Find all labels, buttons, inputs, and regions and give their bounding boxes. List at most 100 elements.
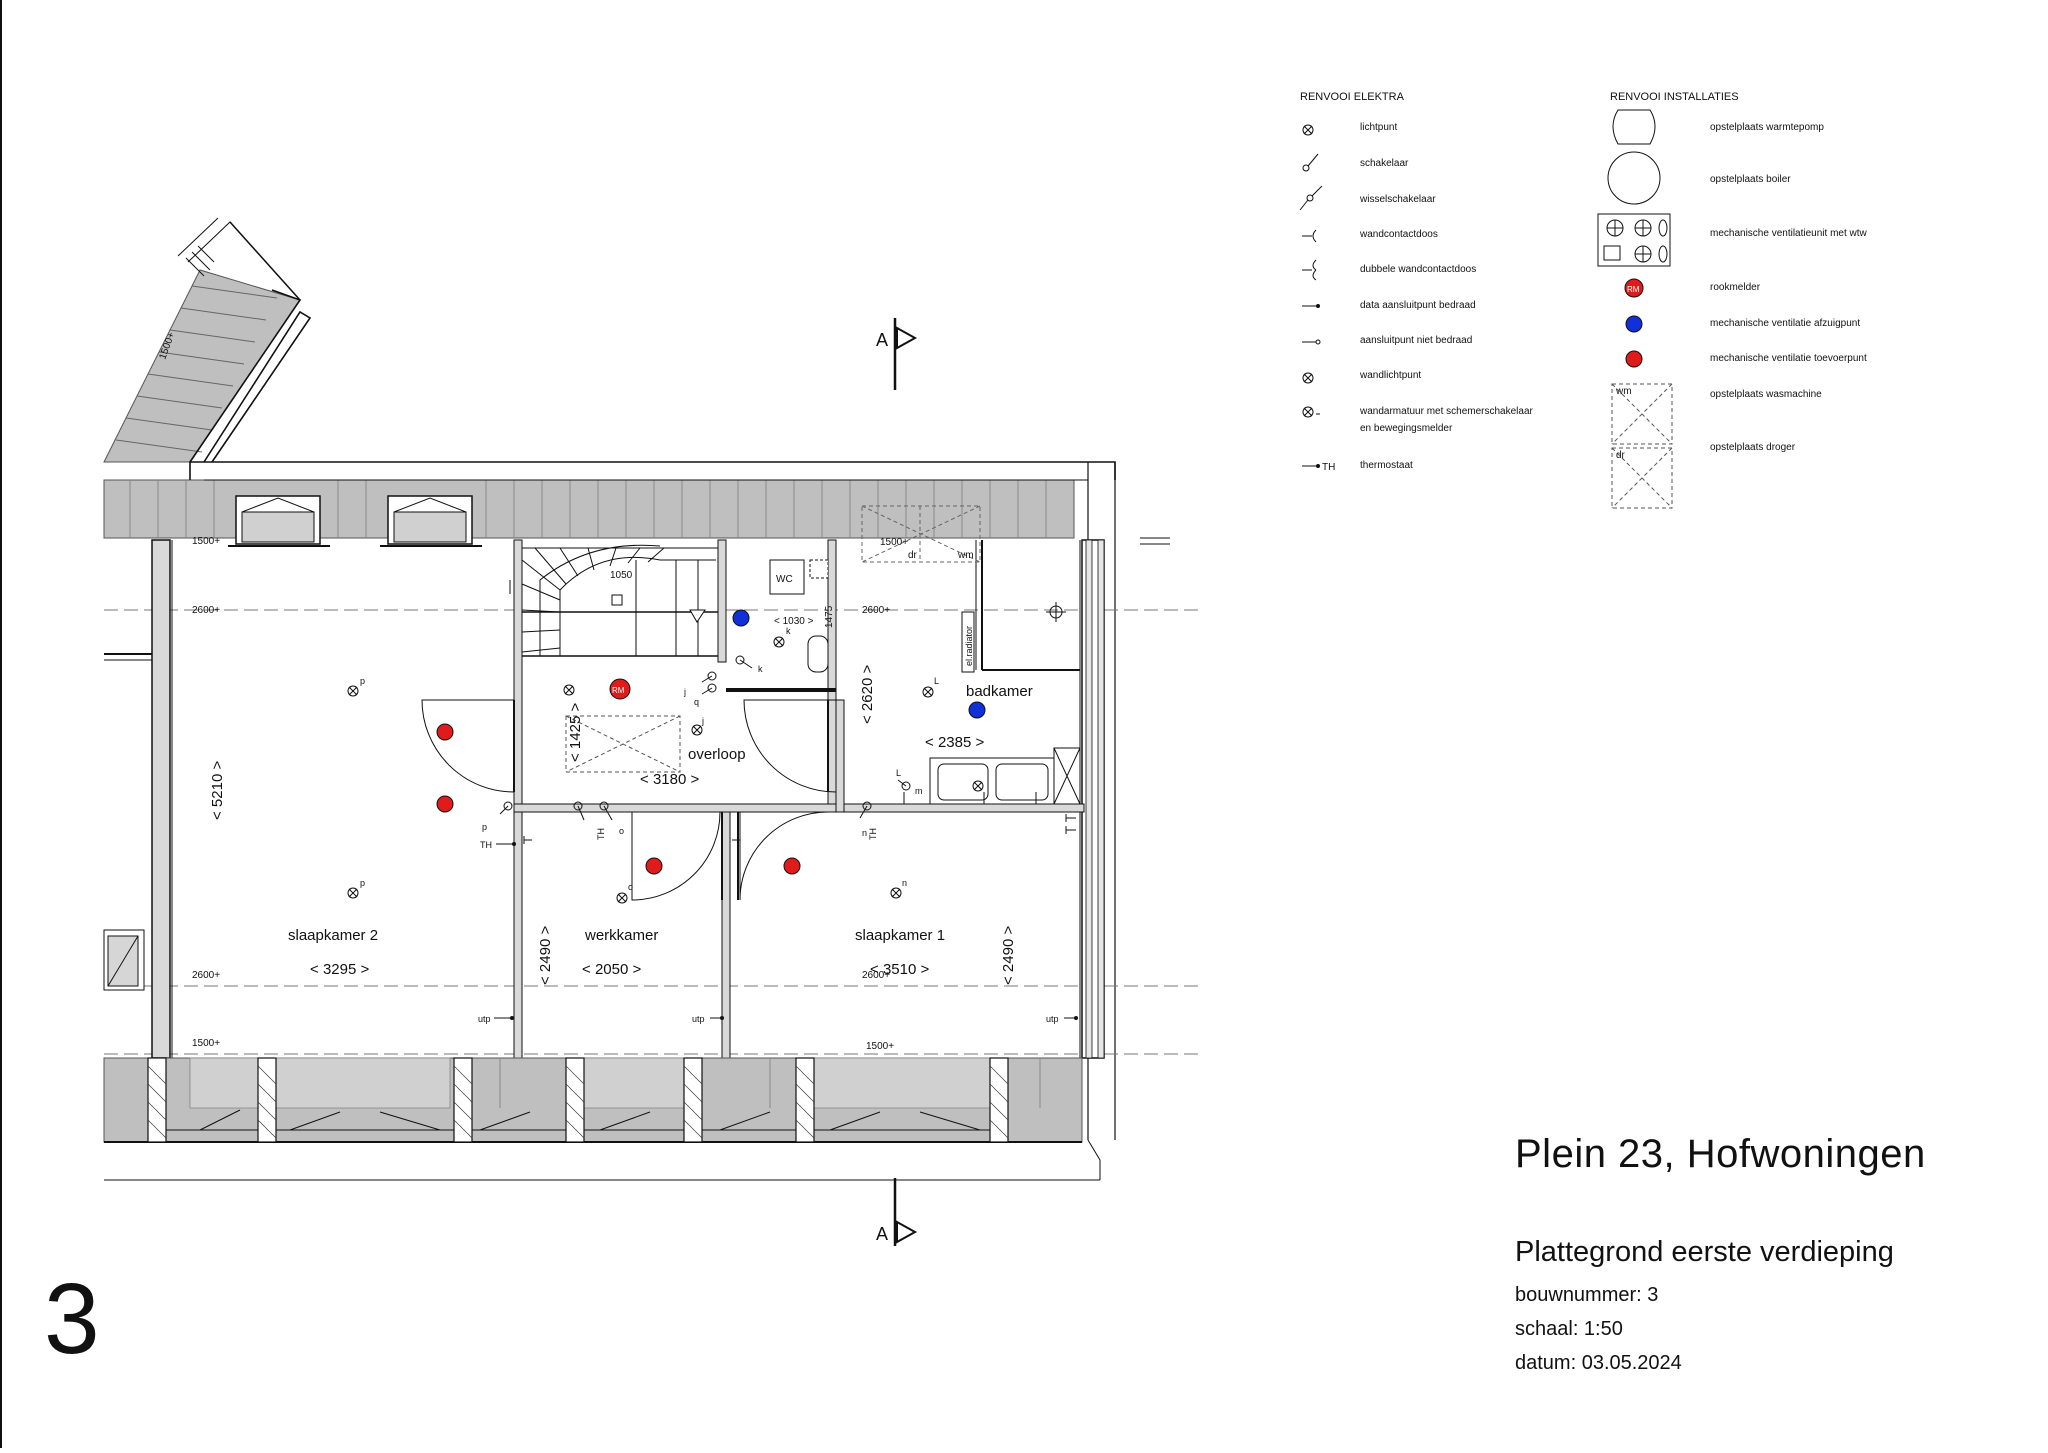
wasmachine-icon: [1611, 383, 1673, 445]
height-2600-bl: 2600+: [192, 970, 220, 981]
section-marker-top: A: [876, 318, 918, 390]
bath-wm-label: wm: [957, 550, 974, 561]
facade-bottom: [103, 1057, 1101, 1181]
schakelaar-icon: [1302, 153, 1319, 172]
svg-text:o: o: [619, 826, 624, 836]
svg-text:utp: utp: [1046, 1014, 1059, 1024]
svg-text:lichtpunt: lichtpunt: [1360, 122, 1397, 133]
thermostaat-icon: TH: [1302, 462, 1335, 473]
wc-depth-dim: 1475: [824, 605, 835, 628]
lichtpunt-icon: [1302, 124, 1314, 136]
svg-text:L: L: [934, 676, 939, 686]
svg-text:TH: TH: [1322, 462, 1335, 473]
svg-text:j: j: [701, 716, 704, 726]
room-name-slaapkamer-1: slaapkamer 1: [855, 927, 945, 944]
staircase: 1050: [521, 544, 719, 657]
svg-text:wisselschakelaar: wisselschakelaar: [1359, 194, 1436, 205]
svg-text:utp: utp: [692, 1014, 705, 1024]
svg-text:en bewegingsmelder: en bewegingsmelder: [1360, 423, 1453, 434]
sheet-number: 3: [44, 1263, 100, 1375]
room-width-slaapkamer-1: < 3510 >: [870, 961, 929, 978]
sockets: [509, 580, 1076, 844]
svg-text:opstelplaats wasmachine: opstelplaats wasmachine: [1710, 389, 1822, 400]
ventilatie-afzuigpunt-icon: [1625, 315, 1643, 333]
height-labels: 1500+ 2600+ 2600+ 2600+ 2600+ 1500+ 1500…: [192, 536, 894, 1052]
svg-text:n: n: [862, 828, 867, 838]
svg-text:opstelplaats boiler: opstelplaats boiler: [1710, 174, 1791, 185]
svg-text:wm: wm: [1615, 386, 1632, 397]
room-name-werkkamer: werkkamer: [584, 927, 658, 944]
switch-tags: p o n L j q k m: [482, 664, 923, 838]
room-depth-badkamer: < 2620 >: [859, 665, 876, 724]
section-marker-bottom: A: [876, 1178, 918, 1246]
room-name-badkamer: badkamer: [966, 683, 1033, 700]
room-width-werkkamer: < 2050 >: [582, 961, 641, 978]
svg-text:p: p: [482, 822, 487, 832]
bathroom-fixtures: 1500+ dr wm el.radiator: [861, 505, 1081, 805]
room-depth-werkkamer: < 2490 >: [537, 926, 554, 985]
svg-text:p: p: [360, 676, 365, 686]
height-2600-tr: 2600+: [862, 605, 890, 616]
svg-text:p: p: [360, 878, 365, 888]
height-1500-bl: 1500+: [192, 1038, 220, 1049]
doors: [421, 699, 837, 901]
svg-text:schakelaar: schakelaar: [1360, 158, 1409, 169]
side-window-left: [103, 653, 152, 991]
svg-text:opstelplaats warmtepomp: opstelplaats warmtepomp: [1710, 122, 1824, 133]
smoke-detector-icon: [609, 678, 631, 700]
room-width-overloop: < 3180 >: [640, 771, 699, 788]
svg-text:rookmelder: rookmelder: [1710, 282, 1761, 293]
date: datum: 03.05.2024: [1515, 1352, 1682, 1374]
svg-text:mechanische ventilatie afzuigp: mechanische ventilatie afzuigpunt: [1710, 318, 1860, 329]
supply-point: [783, 857, 801, 875]
svg-text:k: k: [786, 626, 791, 636]
wandlichtpunt-icon: [1302, 372, 1314, 384]
data-points: utp utp utp: [478, 1014, 1078, 1024]
switches: [499, 655, 911, 821]
extract-point: [968, 701, 986, 719]
data-aansluitpunt-icon: [1302, 304, 1320, 308]
project-address: Plein 23, Hofwoningen: [1515, 1132, 1926, 1176]
room-labels: slaapkamer 2 < 3295 > < 5210 > werkkamer…: [209, 665, 1033, 985]
svg-text:wandcontactdoos: wandcontactdoos: [1359, 229, 1438, 240]
svg-text:aansluitpunt niet bedraad: aansluitpunt niet bedraad: [1360, 335, 1472, 346]
svg-text:mechanische ventilatie toevoer: mechanische ventilatie toevoerpunt: [1710, 353, 1867, 364]
boiler-icon: [1607, 151, 1661, 205]
roof-dormer: 1500+: [103, 217, 312, 463]
stair-dimension: 1050: [610, 570, 633, 581]
extract-point: [732, 609, 750, 627]
svg-text:TH: TH: [480, 840, 492, 850]
bath-dr-label: dr: [908, 550, 918, 561]
height-2600-tl: 2600+: [192, 605, 220, 616]
light-point-tags: p p o n L j k: [360, 626, 939, 892]
svg-text:dubbele wandcontactdoos: dubbele wandcontactdoos: [1360, 264, 1476, 275]
svg-text:k: k: [758, 664, 763, 674]
svg-text:L: L: [896, 768, 901, 778]
ventilation-points: RM: [436, 609, 986, 875]
wisselschakelaar-icon: [1299, 185, 1323, 211]
room-depth-slaapkamer-1: < 2490 >: [1000, 926, 1017, 985]
svg-text:utp: utp: [478, 1014, 491, 1024]
walls: [151, 539, 1105, 1059]
svg-text:n: n: [902, 878, 907, 888]
dubbele-wandcontactdoos-icon: [1302, 259, 1317, 281]
legend-elektra: RENVOOI ELEKTRA lichtpunt schakelaar wis…: [1299, 91, 1534, 473]
wc-label: WC: [776, 574, 793, 585]
room-name-slaapkamer-2: slaapkamer 2: [288, 927, 378, 944]
scale: schaal: 1:50: [1515, 1318, 1623, 1340]
light-points: [347, 636, 984, 904]
drawing-title: Plattegrond eerste verdieping: [1515, 1236, 1894, 1268]
wc-width-dim: < 1030 >: [774, 616, 814, 627]
wandarmatuur-icon: [1302, 406, 1320, 418]
supply-point: [436, 795, 454, 813]
wandcontactdoos-icon: [1302, 229, 1317, 243]
smoke-detector-label: RM: [612, 686, 625, 695]
svg-text:TH: TH: [596, 828, 606, 840]
svg-text:wandlichtpunt: wandlichtpunt: [1359, 370, 1421, 381]
wtw-unit-icon: [1597, 213, 1671, 267]
room-name-overloop: overloop: [688, 746, 746, 763]
legend-installaties: RENVOOI INSTALLATIES opstelplaats warmte…: [1597, 91, 1868, 509]
droger-icon: [1611, 447, 1673, 509]
